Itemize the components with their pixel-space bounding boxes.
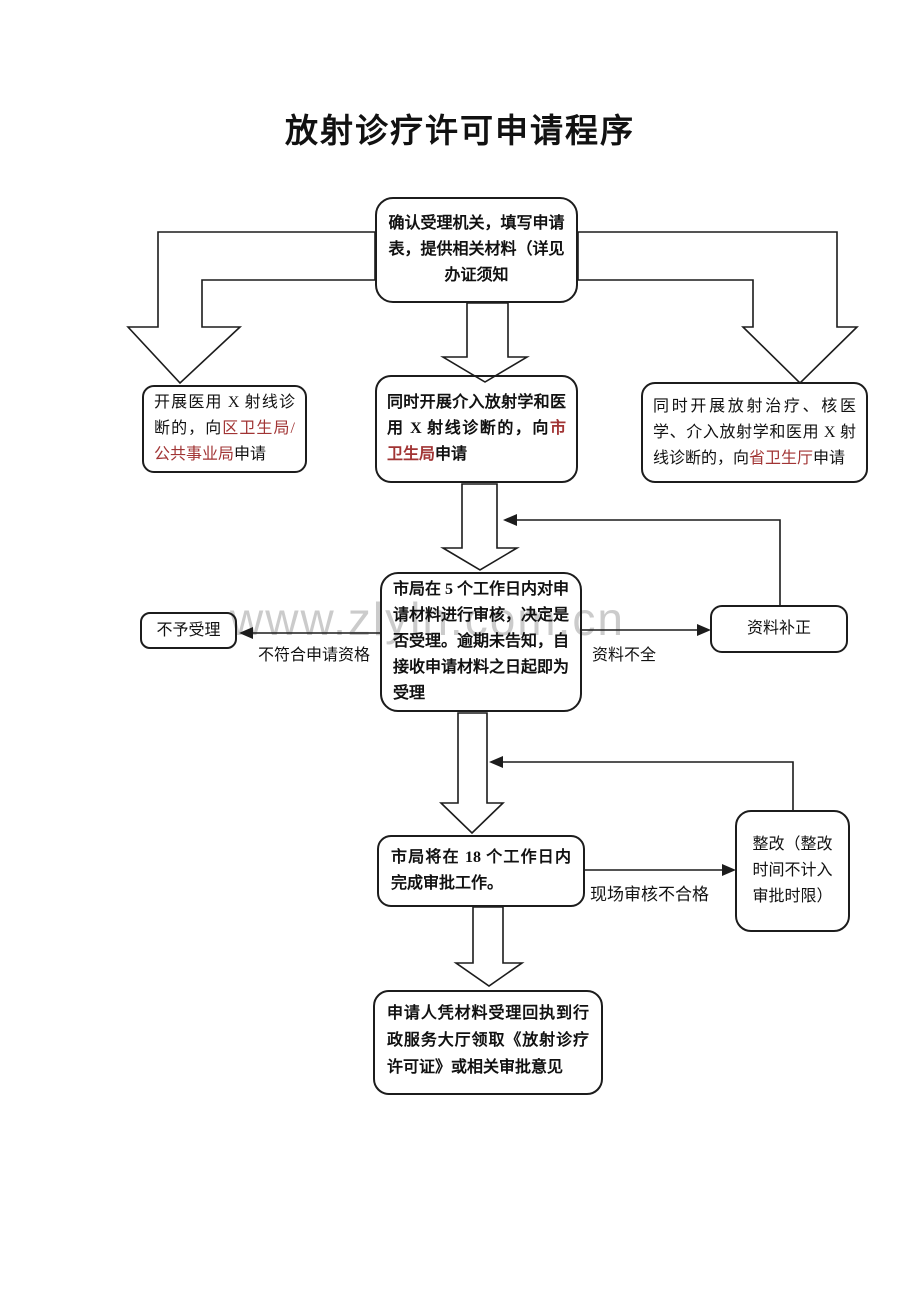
edge-label-onsite-fail: 现场审核不合格 [590,885,709,904]
node-rectify-text: 整改（整改时间不计入审批时限） [752,836,833,905]
node-branch-district: 开展医用 X 射线诊断的，向区卫生局/公共事业局申请 [142,385,307,473]
arrow-start-to-center-branch [440,302,530,383]
node-reject: 不予受理 [140,612,237,649]
branch-province-suffix: 申请 [813,449,846,467]
edge-label-incomplete: 资料不全 [592,647,657,664]
node-start: 确认受理机关，填写申请表，提供相关材料（详见办证须知 [375,197,578,303]
node-final-text: 申请人凭材料受理回执到行政服务大厅领取《放射诊疗许可证》或相关审批意见 [387,1005,589,1076]
arrow-review-to-approve [439,712,505,835]
branch-city-suffix: 申请 [435,446,468,463]
node-supplement: 资料补正 [710,605,848,653]
branch-province-authority: 省卫生厅 [749,449,814,467]
arrow-approve-to-rectify [585,864,736,876]
node-review-text: 市局在 5 个工作日内对申请材料进行审核，决定是否受理。逾期未告知，自接收申请材… [393,581,570,702]
branch-province-text: 同时开展放射治疗、核医学、介入放射学和医用 X 射线诊断的，向 [653,397,856,467]
node-approve-text: 市局将在 18 个工作日内完成审批工作。 [391,849,571,892]
arrow-center-branch-to-review [440,483,520,571]
branch-district-suffix: 申请 [234,446,267,463]
branch-city-text: 同时开展介入放射学和医用 X 射线诊断的，向 [387,394,566,437]
node-branch-city: 同时开展介入放射学和医用 X 射线诊断的，向市卫生局申请 [375,375,578,483]
arrow-rectify-feedback [489,756,794,810]
branch-district-text: 开展医用 X 射线诊断的，向 [154,394,295,437]
page-title: 放射诊疗许可申请程序 [285,114,635,150]
node-reject-text: 不予受理 [156,621,221,639]
node-review: 市局在 5 个工作日内对申请材料进行审核，决定是否受理。逾期未告知，自接收申请材… [380,572,582,712]
arrow-start-to-right-branch [577,231,859,385]
arrow-start-to-left-branch [126,231,376,385]
edge-label-not-qualified: 不符合申请资格 [258,647,371,664]
branch-city-authority: 市卫生局 [387,420,566,463]
node-start-text: 确认受理机关，填写申请表，提供相关材料（详见办证须知 [388,215,565,284]
node-supplement-text: 资料补正 [746,620,811,637]
node-approve: 市局将在 18 个工作日内完成审批工作。 [377,835,585,907]
node-branch-province: 同时开展放射治疗、核医学、介入放射学和医用 X 射线诊断的，向省卫生厅申请 [641,382,868,483]
arrow-approve-to-final [453,906,525,987]
node-final: 申请人凭材料受理回执到行政服务大厅领取《放射诊疗许可证》或相关审批意见 [373,990,603,1095]
branch-district-authority: 区卫生局/公共事业局 [154,420,295,463]
node-rectify: 整改（整改时间不计入审批时限） [735,810,850,932]
